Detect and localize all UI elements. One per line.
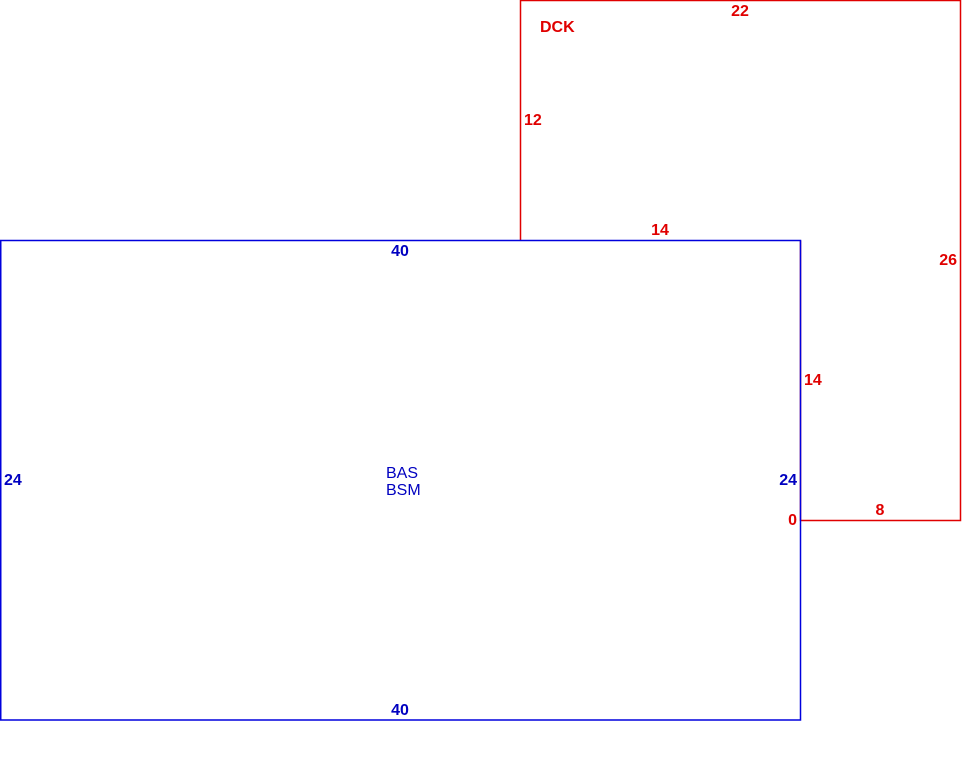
deck-area: DCK 22 12 14 26 14 8 0 xyxy=(519,0,962,529)
basement-name-label-2: BSM xyxy=(386,482,421,499)
deck-dim-right: 26 xyxy=(939,252,957,269)
basement-dim-top: 40 xyxy=(391,243,409,260)
deck-dim-top: 22 xyxy=(731,3,749,20)
basement-name-label-1: BAS xyxy=(386,465,418,482)
deck-dim-corner: 0 xyxy=(788,512,797,529)
deck-dim-overlap-top: 14 xyxy=(651,222,669,239)
deck-dim-bottom: 8 xyxy=(876,502,885,519)
basement-area: 40 40 24 24 BAS BSM xyxy=(0,239,802,721)
deck-outline xyxy=(519,0,962,522)
deck-dim-inner-right: 14 xyxy=(804,372,822,389)
basement-dim-left: 24 xyxy=(4,472,22,489)
deck-name-label: DCK xyxy=(540,19,575,36)
basement-dim-right: 24 xyxy=(779,472,797,489)
basement-outline xyxy=(0,239,802,721)
basement-dim-bottom: 40 xyxy=(391,702,409,719)
deck-dim-left-upper: 12 xyxy=(524,112,542,129)
